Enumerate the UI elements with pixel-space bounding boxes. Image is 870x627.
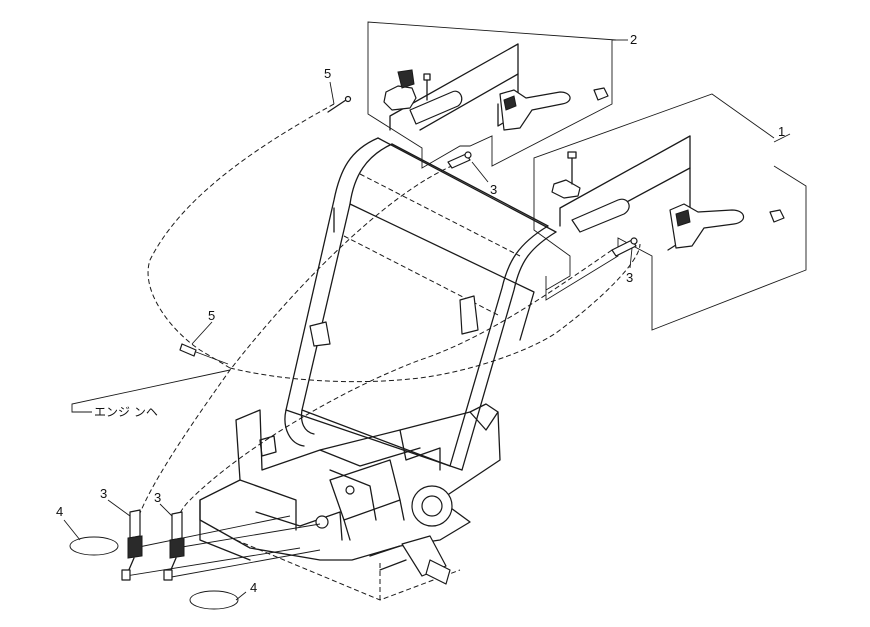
- cable-end-5-lower: [179, 343, 229, 365]
- callout-5-lower: 5: [208, 308, 215, 323]
- handle-frame: [284, 137, 557, 471]
- cable-adjuster-3-mid: [163, 511, 185, 581]
- callout-4-right: 4: [250, 580, 257, 595]
- upper-handle-assembly: [383, 43, 609, 131]
- engine-direction-label: エンジ ンヘ: [94, 405, 158, 419]
- callout-2: 2: [630, 32, 637, 47]
- callout-3-mid: 3: [154, 490, 161, 505]
- oval-plate-4-left: [69, 536, 119, 556]
- cable-adjuster-3-right: [611, 237, 638, 257]
- kit-group-1-outline: [533, 93, 807, 331]
- kit-group-2-outline: [367, 21, 628, 169]
- leader-lines: [63, 81, 633, 601]
- cable-adjuster-3-upper: [447, 151, 472, 169]
- cable-adjuster-3-left: [121, 509, 143, 581]
- throttle-cable-run: [125, 103, 641, 579]
- cable-end-5-upper: [327, 95, 352, 113]
- lower-handle-assembly: [551, 135, 785, 251]
- oval-plate-4-right: [189, 590, 239, 610]
- chassis-body: [199, 403, 501, 601]
- callout-3-upper: 3: [490, 182, 497, 197]
- callout-1: 1: [778, 124, 785, 139]
- callout-4-left: 4: [56, 504, 63, 519]
- callout-3-left: 3: [100, 486, 107, 501]
- callout-5-upper: 5: [324, 66, 331, 81]
- callout-3-right: 3: [626, 270, 633, 285]
